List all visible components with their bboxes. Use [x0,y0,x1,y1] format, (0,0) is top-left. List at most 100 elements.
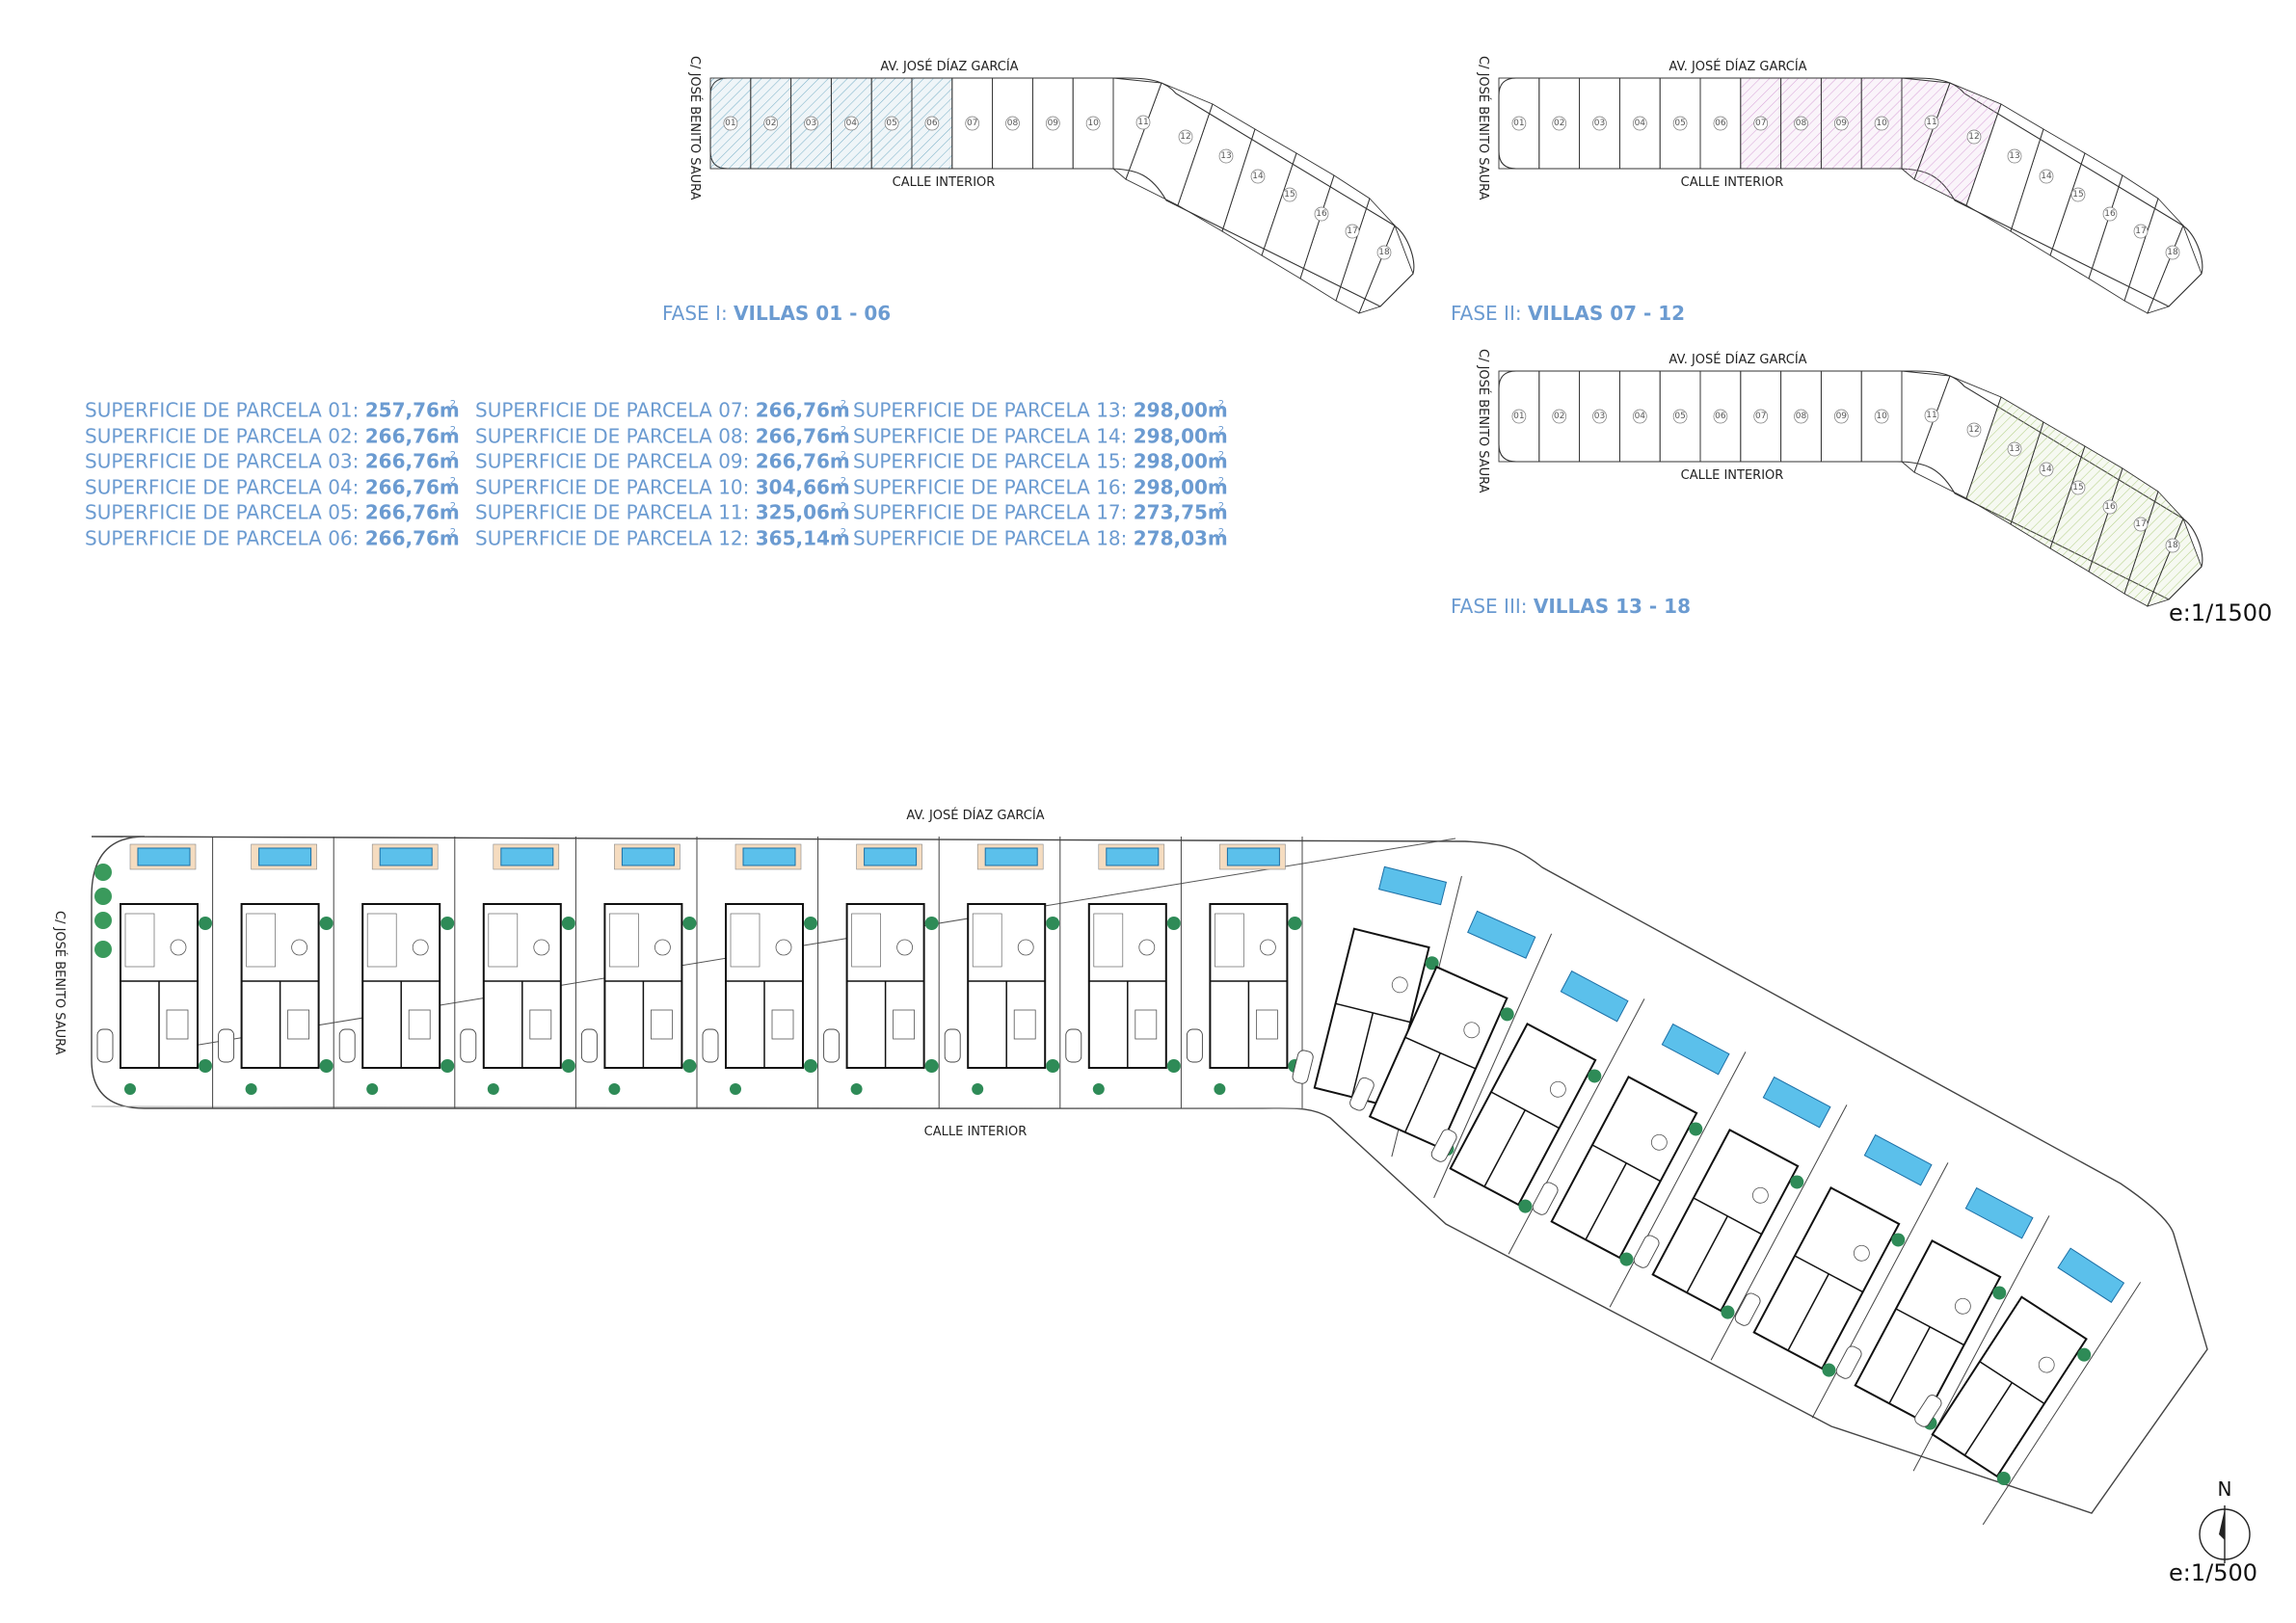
plot-number-circle [2102,206,2118,222]
plot-number-circle [2070,187,2086,202]
tree [487,1083,499,1095]
area-row: SUPERFICIE DE PARCELA 03: 266,76m2 [85,446,460,473]
plot-number: 08 [1796,412,1807,421]
villa-plot [1835,1186,2050,1472]
bed [1256,1009,1278,1040]
area-row: SUPERFICIE DE PARCELA 15: 298,00m2 [853,446,1228,473]
area-unit-sup: 2 [449,475,457,487]
plot-number-circle [1924,408,1939,423]
plot-number-circle [1713,116,1728,131]
street-label-bottom: CALLE INTERIOR [1681,175,1784,190]
plot-number: 12 [1180,132,1190,142]
plot-cell [1358,224,1414,314]
plot-number-circle [1672,116,1688,131]
tree [1588,1069,1602,1083]
plot-number-circle [884,116,899,131]
plot-number-circle [1753,116,1769,131]
area-value: 266,76m [364,475,460,499]
tree [124,1083,136,1095]
area-unit-sup: 2 [449,526,457,538]
north-label: N [2218,1477,2232,1501]
tree [730,1083,741,1095]
bed [1013,1009,1036,1040]
street-label-side: C/ JOSÉ BENITO SAURA [1476,349,1491,493]
area-unit-sup: 2 [1217,399,1225,410]
plot-number: 02 [765,119,776,128]
plot-number: 15 [2072,483,2083,492]
villa-plot [944,837,1061,1108]
tree [1166,1059,1181,1073]
tree [1721,1305,1735,1319]
tree [924,1059,939,1073]
villa-plot [1914,1247,2142,1526]
bed [529,1009,552,1040]
car [1532,1182,1559,1215]
area-label: SUPERFICIE DE PARCELA 05: [85,500,365,524]
street-label-top: AV. JOSÉ DÍAZ GARCÍA [1669,59,1806,74]
area-unit-sup: 2 [840,501,847,512]
area-row: SUPERFICIE DE PARCELA 09: 266,76m2 [475,446,850,473]
tree [1046,917,1060,930]
plot-cell [1299,174,1371,302]
table [1954,1297,1971,1315]
street-label-side: C/ JOSÉ BENITO SAURA [687,56,703,200]
room [609,913,639,968]
room [730,913,761,968]
tree [1500,1007,1514,1022]
area-label: SUPERFICIE DE PARCELA 04: [85,475,365,499]
area-unit-sup: 2 [1217,424,1225,436]
villa-plot [218,837,334,1108]
plot-number-circle [1753,409,1769,424]
room [972,913,1002,968]
bed [771,1009,794,1040]
tree [608,1083,621,1095]
car [1914,1395,1942,1427]
plot-boundary [1710,1104,1848,1361]
tree [1822,1363,1836,1377]
table [1650,1133,1668,1151]
plot-number-circle [1345,224,1360,239]
area-row: SUPERFICIE DE PARCELA 08: 266,76m2 [475,421,850,447]
tree [1689,1122,1703,1136]
area-value: 298,00m [1133,475,1228,499]
villa-plot [823,837,940,1108]
plot-number: 17 [2135,519,2146,529]
area-row: SUPERFICIE DE PARCELA 05: 266,76m2 [85,497,460,524]
area-value: 266,76m [364,449,460,473]
area-row: SUPERFICIE DE PARCELA 16: 298,00m2 [853,472,1228,498]
tree [1214,1083,1226,1095]
plot-number: 09 [1836,119,1848,128]
plot-number-circle [965,116,980,131]
interior-wall [1693,1197,1762,1236]
area-row: SUPERFICIE DE PARCELA 18: 278,03m2 [853,523,1228,549]
tree [1092,1083,1105,1095]
plot-number-circle [1966,422,1982,438]
villa-plot [1734,1133,1949,1419]
plot-number: 01 [1513,412,1524,421]
tree [1790,1175,1804,1189]
plot-number-circle [763,116,779,131]
site-outline [91,836,2208,1514]
villa-plot [1349,910,1553,1199]
villa-plot [1633,1076,1848,1361]
tree [441,917,455,930]
room [488,913,519,968]
plot-cell [2088,174,2159,302]
plot-cell [1901,370,1951,473]
street-label-bottom: CALLE INTERIOR [1681,468,1784,483]
tree [1166,917,1181,930]
plot-number: 12 [1968,425,1979,435]
villa-plot [460,837,576,1108]
plot-number-circle [1045,116,1060,131]
area-unit-sup: 2 [449,450,457,461]
area-row: SUPERFICIE DE PARCELA 02: 266,76m2 [85,421,460,447]
plot-number: 14 [1252,172,1264,181]
palm-tree [94,941,112,958]
street-label-bottom: CALLE INTERIOR [893,175,996,190]
plot-number-circle [1794,116,1808,131]
car [218,1028,235,1063]
plot-number: 13 [1220,151,1231,161]
plot-cell [2147,517,2203,607]
